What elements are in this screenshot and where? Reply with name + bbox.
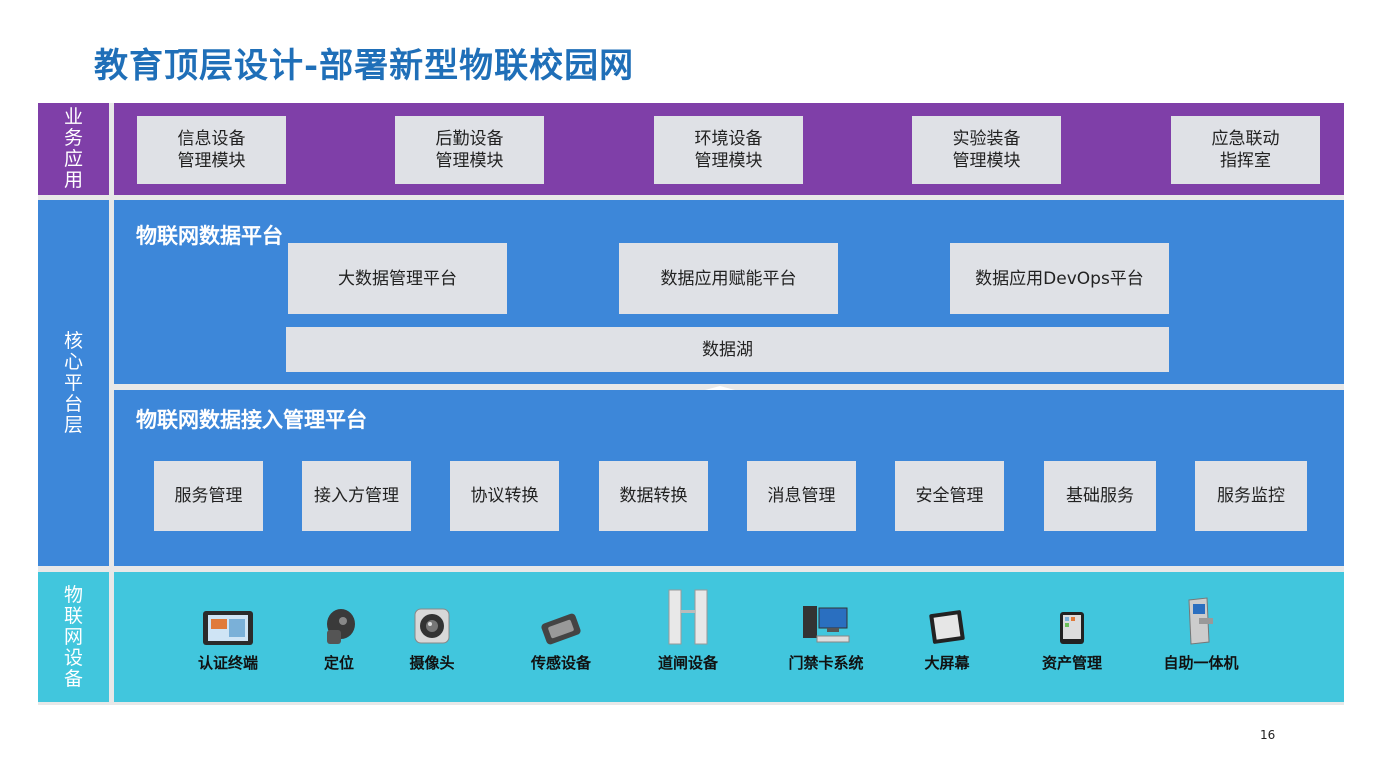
business-module: 应急联动 指挥室	[1171, 116, 1320, 184]
access-platform-band: 物联网数据接入管理平台 服务管理 接入方管理 协议转换 数据转换 消息管理 安全…	[114, 390, 1344, 566]
kiosk-icon	[1188, 597, 1213, 645]
access-platform-item: 消息管理	[747, 461, 856, 531]
data-platform-item: 数据应用赋能平台	[619, 243, 838, 314]
page-title: 教育顶层设计-部署新型物联校园网	[94, 46, 635, 86]
access-platform-item: 接入方管理	[302, 461, 411, 531]
business-module: 环境设备 管理模块	[654, 116, 803, 184]
data-lake: 数据湖	[286, 327, 1169, 372]
device-item: 认证终端	[173, 602, 283, 673]
architecture-diagram: 业务应用 信息设备 管理模块 后勤设备 管理模块 环境设备 管理模块 实验装备 …	[38, 103, 1344, 705]
access-platform-item: 服务管理	[154, 461, 263, 531]
device-item: 门禁卡系统	[771, 602, 881, 673]
layer-label-devices: 物联网设备	[38, 572, 109, 702]
device-item: 道闸设备	[633, 589, 743, 673]
data-platform-title: 物联网数据平台	[136, 224, 283, 248]
computer-icon	[803, 606, 850, 643]
business-module: 后勤设备 管理模块	[395, 116, 544, 184]
access-platform-item: 协议转换	[450, 461, 559, 531]
business-layer-band: 信息设备 管理模块 后勤设备 管理模块 环境设备 管理模块 实验装备 管理模块 …	[114, 103, 1344, 195]
page-number: 16	[1260, 728, 1276, 742]
access-platform-item: 服务监控	[1195, 461, 1307, 531]
device-item: 自助一体机	[1146, 597, 1256, 673]
sensor-icon	[541, 613, 581, 645]
tablet-icon	[1060, 612, 1084, 644]
access-platform-item: 安全管理	[895, 461, 1004, 531]
device-item: 定位	[284, 602, 394, 673]
business-module: 信息设备 管理模块	[137, 116, 286, 184]
device-layer-band: 认证终端 定位 摄像头	[114, 572, 1344, 702]
monitor-icon	[929, 610, 965, 644]
data-platform-band: 物联网数据平台 大数据管理平台 数据应用赋能平台 数据应用DevOps平台 数据…	[114, 200, 1344, 384]
access-platform-title: 物联网数据接入管理平台	[136, 408, 367, 432]
business-module: 实验装备 管理模块	[912, 116, 1061, 184]
device-item: 资产管理	[1017, 602, 1127, 673]
data-platform-item: 数据应用DevOps平台	[950, 243, 1169, 314]
access-platform-item: 基础服务	[1044, 461, 1156, 531]
device-item: 传感设备	[506, 602, 616, 673]
device-item: 大屏幕	[892, 602, 1002, 673]
gate-icon	[668, 589, 708, 645]
camera-icon	[414, 608, 450, 644]
layer-label-core: 核心平台层	[38, 200, 109, 566]
tablet-terminal-icon	[203, 611, 253, 645]
layer-label-business: 业务应用	[38, 103, 109, 195]
data-platform-item: 大数据管理平台	[288, 243, 507, 314]
access-platform-item: 数据转换	[599, 461, 708, 531]
device-item: 摄像头	[377, 602, 487, 673]
locator-icon	[327, 609, 355, 644]
